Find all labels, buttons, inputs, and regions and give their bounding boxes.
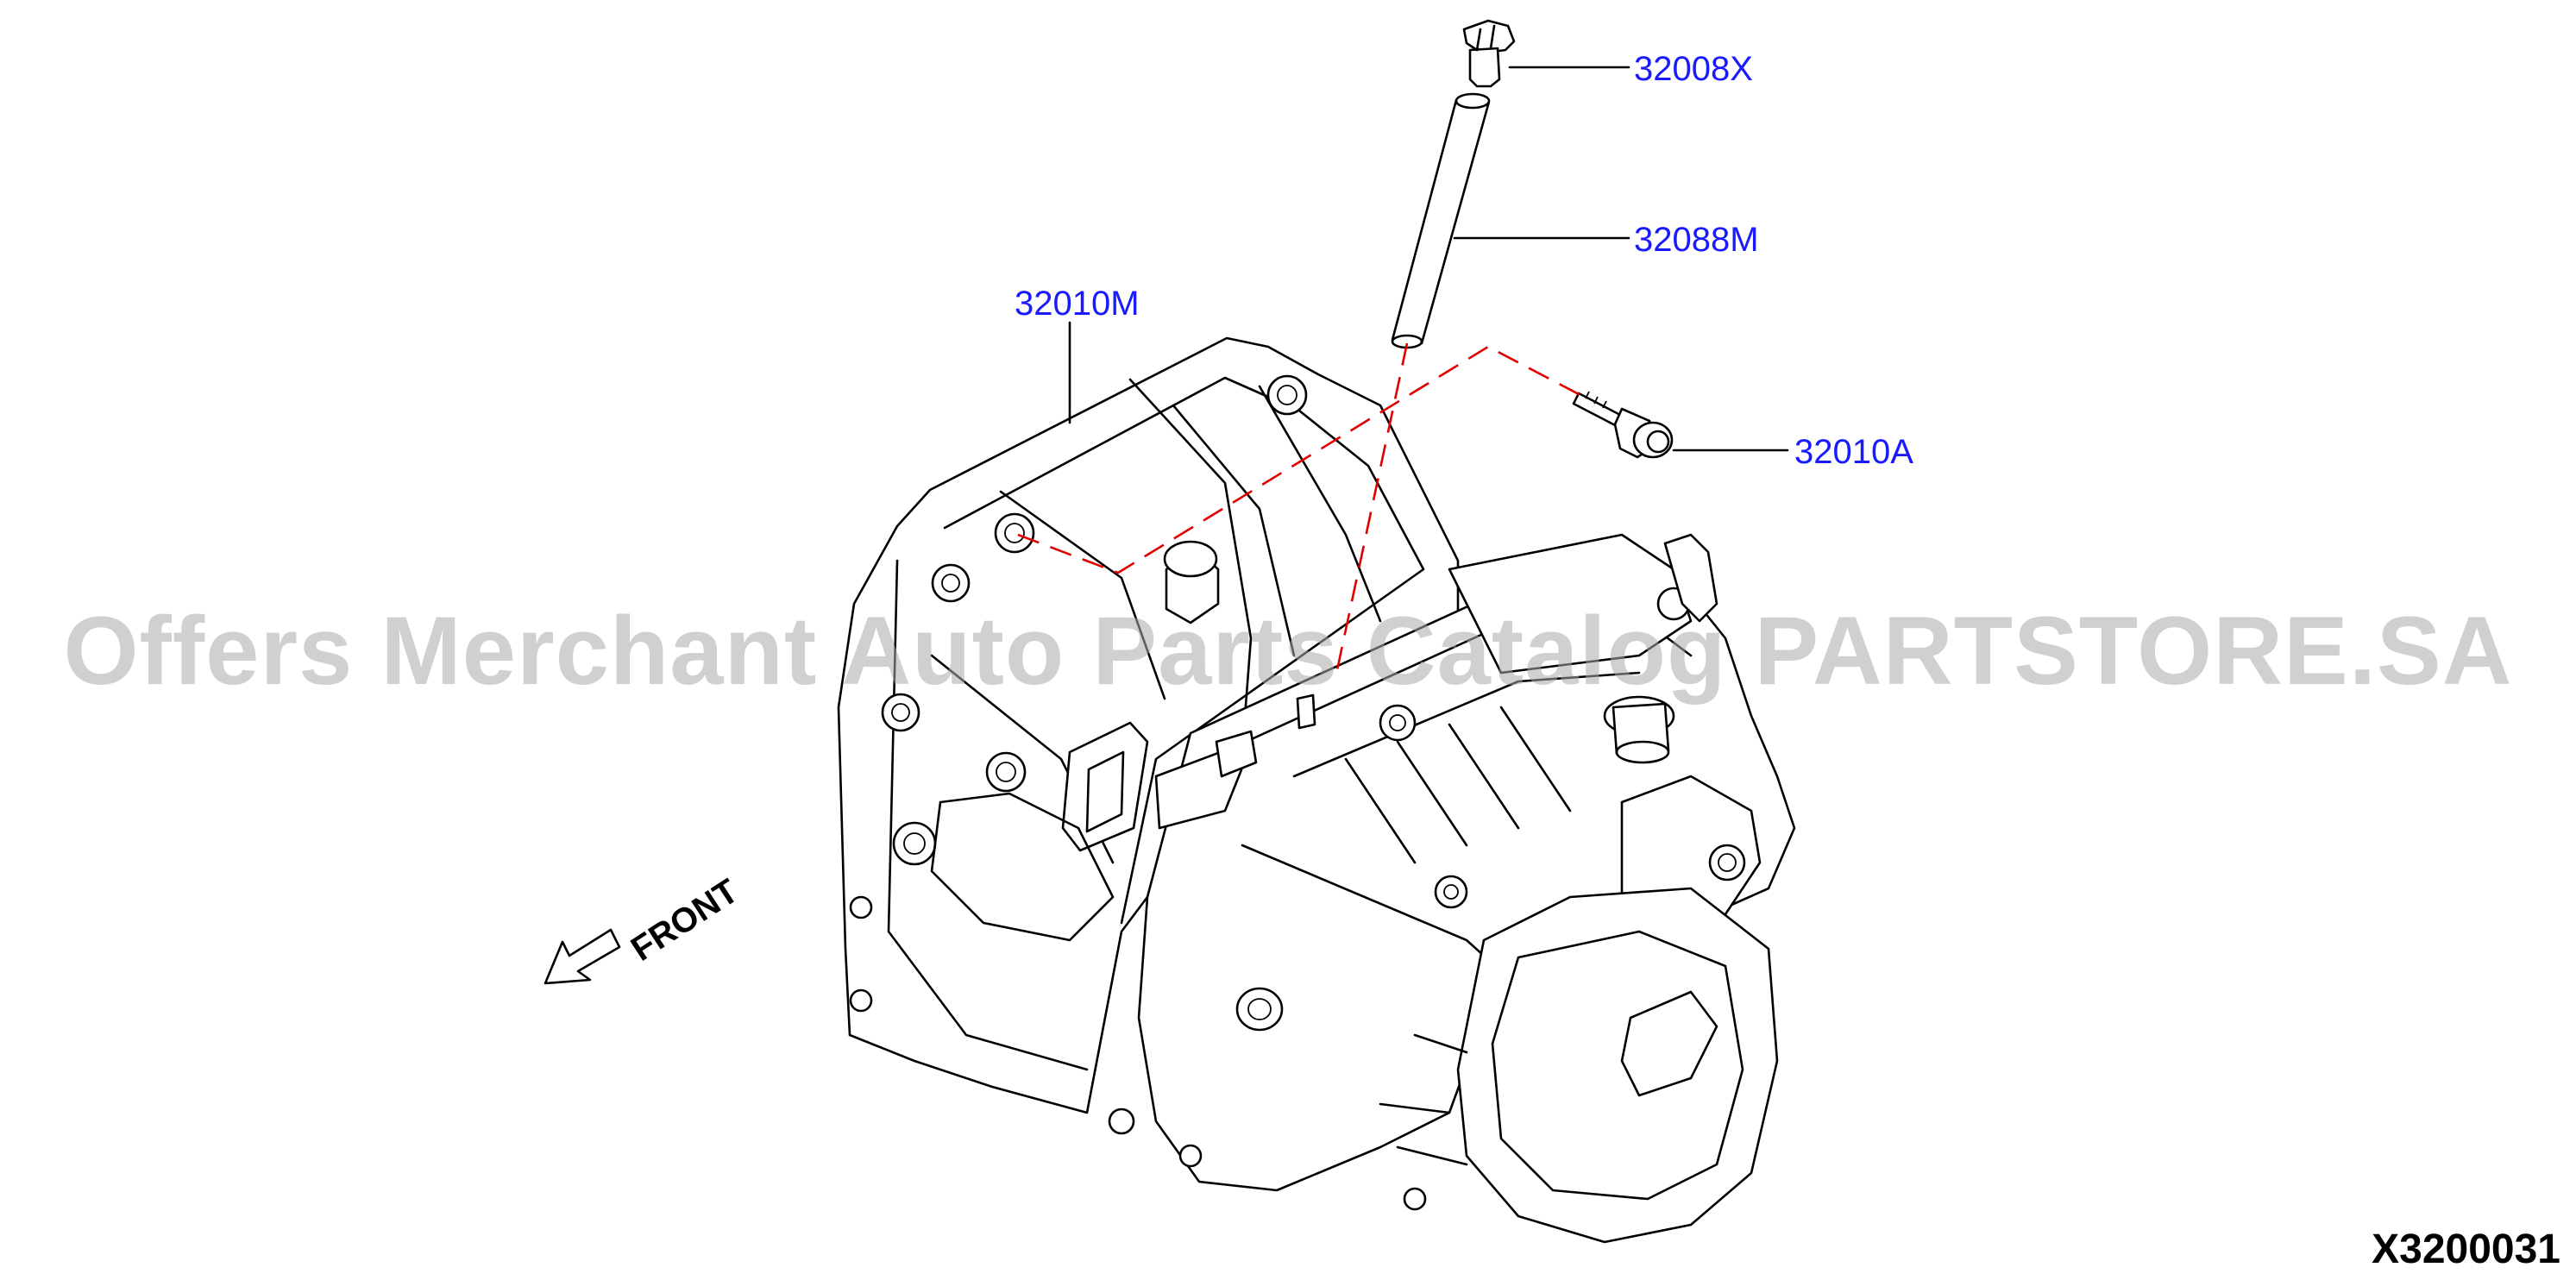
callout-32088m[interactable]: 32088M	[1634, 221, 1759, 259]
callout-32010m[interactable]: 32010M	[1015, 285, 1140, 323]
installation-guide-lines	[1017, 342, 1581, 679]
diagram-code: X3200031	[2372, 1227, 2560, 1272]
transaxle-assembly[interactable]	[837, 336, 1796, 1244]
mounting-bolt[interactable]	[1572, 391, 1674, 459]
breather-cap[interactable]	[1462, 19, 1516, 88]
callout-32008x[interactable]: 32008X	[1634, 50, 1753, 88]
breather-tube[interactable]	[1391, 92, 1491, 349]
callout-32010a[interactable]: 32010A	[1794, 433, 1913, 471]
callout-leaders	[1068, 66, 1789, 452]
front-arrow-icon	[543, 928, 621, 985]
